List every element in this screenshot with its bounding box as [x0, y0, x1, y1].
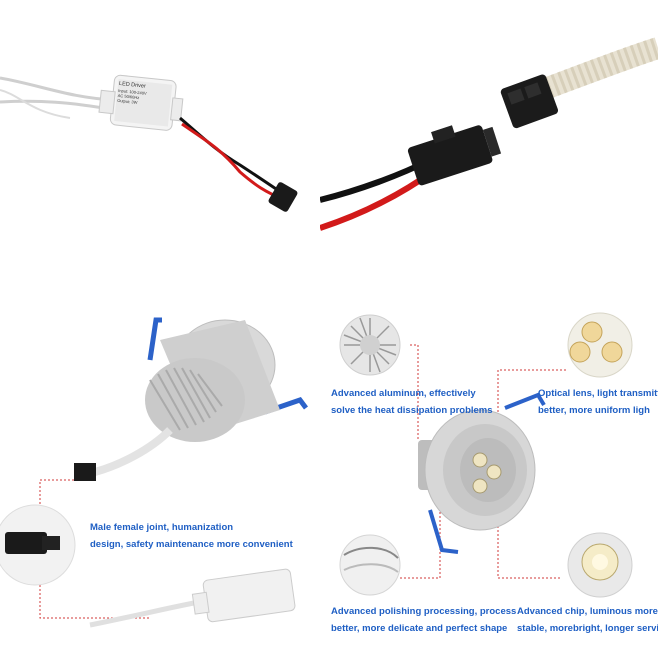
downlight-front-photo [330, 300, 658, 658]
caption-polish-line2: better, more delicate and perfect shape [331, 623, 508, 634]
caption-polish-line1: Advanced polishing processing, process [331, 606, 517, 617]
caption-lens: Optical lens, light transmittanc better,… [538, 385, 658, 419]
caption-heatsink-line1: Advanced aluminum, effectively [331, 388, 476, 399]
caption-joint: Male female joint, humanization design, … [90, 519, 293, 553]
driver-photo: LED Driver Input: 100-240V AC 50/60Hz Ou… [0, 0, 330, 300]
caption-joint-line1: Male female joint, humanization [90, 522, 234, 533]
caption-chip: Advanced chip, luminous more stable, mor… [517, 603, 658, 637]
caption-joint-line2: design, safety maintenance more convenie… [90, 539, 293, 550]
caption-heatsink: Advanced aluminum, effectively solve the… [331, 385, 493, 419]
caption-heatsink-line2: solve the heat dissipation problems [331, 405, 493, 416]
caption-chip-line2: stable, morebright, longer service lif [517, 623, 658, 634]
downlight-side-photo [0, 300, 330, 658]
caption-lens-line2: better, more uniform ligh [538, 405, 650, 416]
caption-polish: Advanced polishing processing, process b… [331, 603, 516, 637]
connector-closeup-photo [320, 0, 658, 300]
caption-lens-line1: Optical lens, light transmittanc [538, 388, 658, 399]
caption-chip-line1: Advanced chip, luminous more [517, 606, 658, 617]
